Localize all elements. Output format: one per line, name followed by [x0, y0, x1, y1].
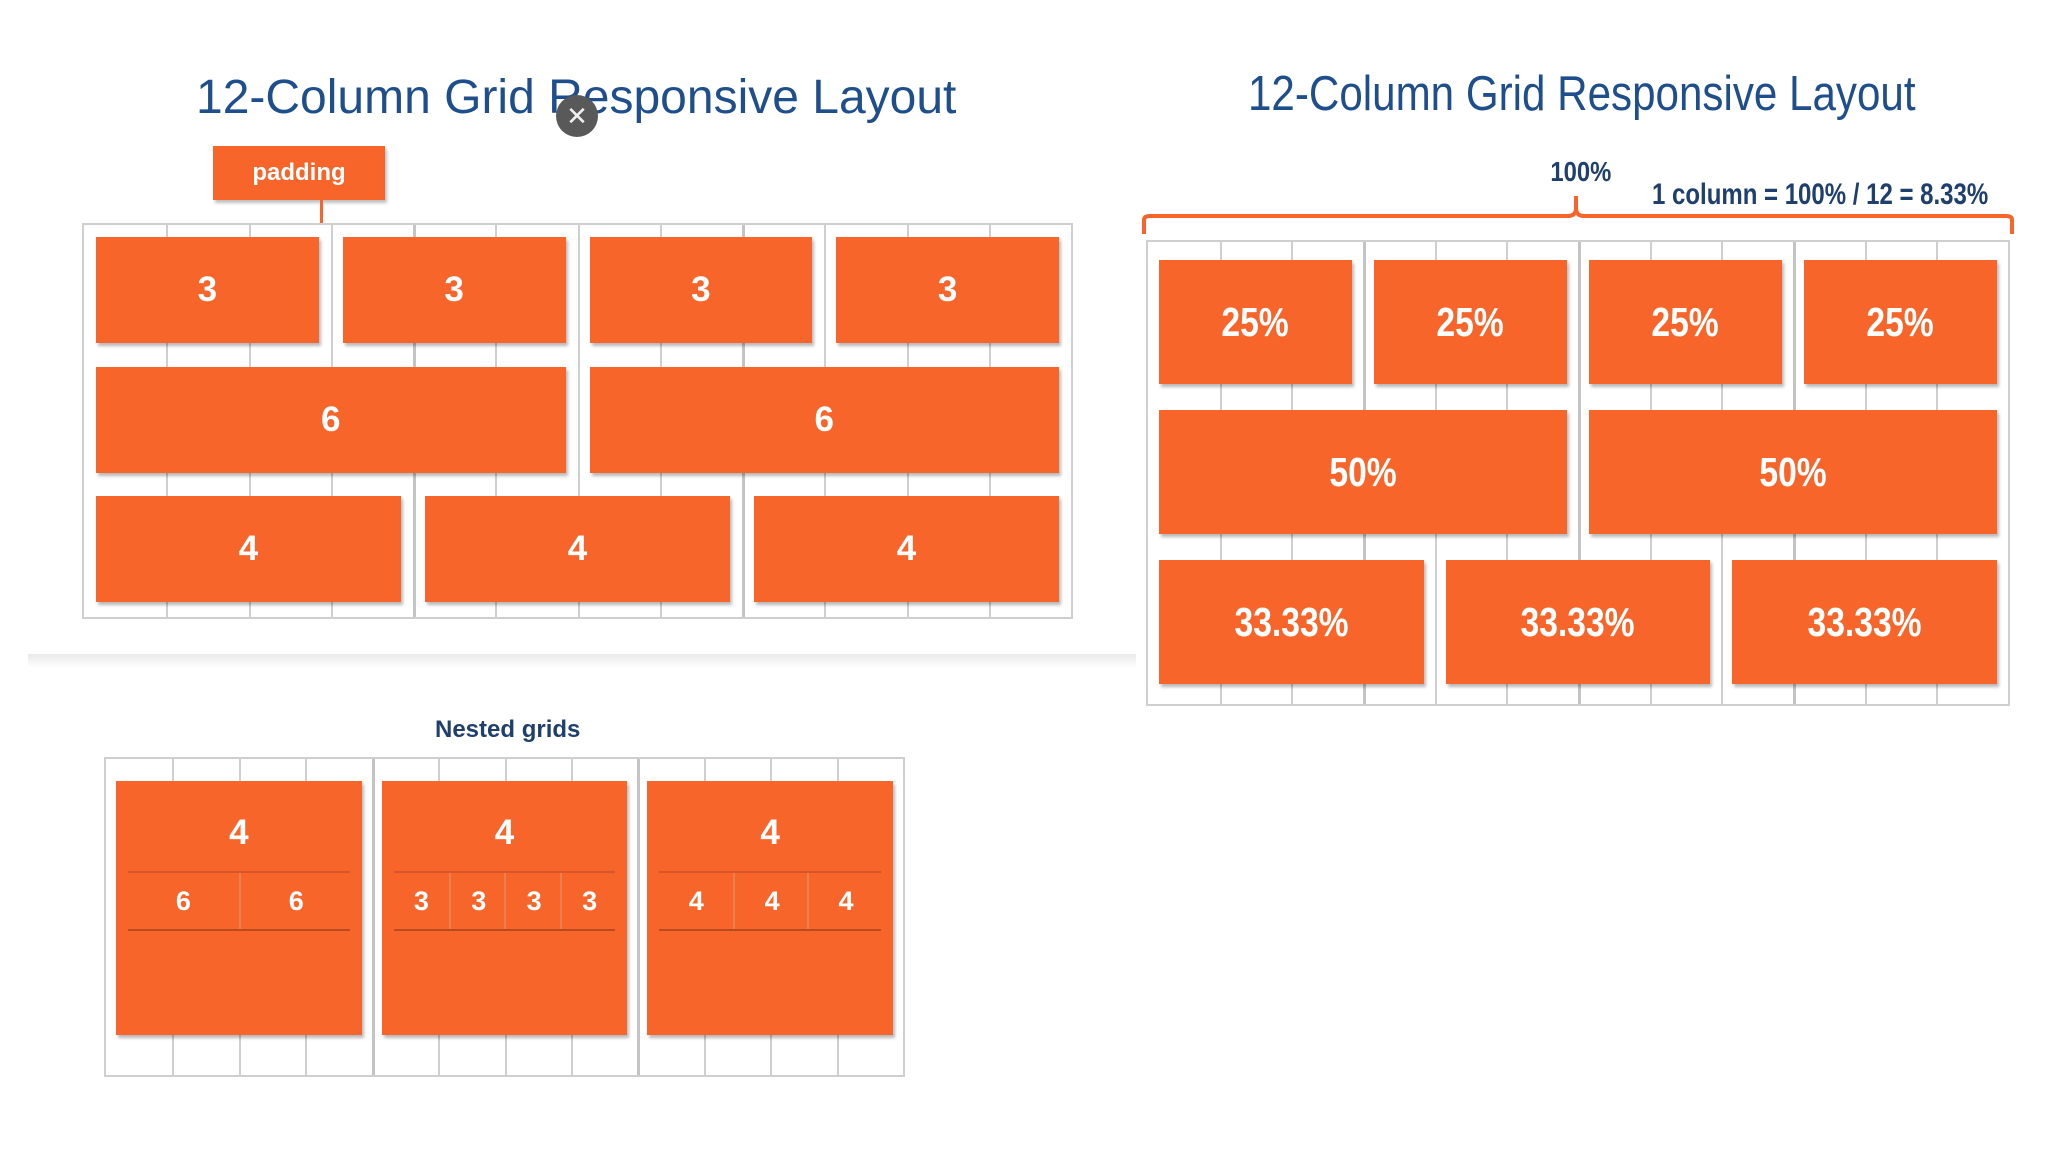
grid-block-label: 25% — [1651, 298, 1720, 345]
nested-cell: 3 — [504, 873, 561, 929]
grid-block: 25% — [1374, 260, 1567, 384]
grid-block-label: 25% — [1866, 298, 1935, 345]
grid-block: 25% — [1159, 260, 1352, 384]
grid-block: 4 — [96, 496, 401, 602]
grid-block: 4 — [754, 496, 1059, 602]
grid-column-line — [1578, 242, 1581, 704]
grid-block: 33.33% — [1159, 560, 1424, 684]
grid-block: 4 — [425, 496, 730, 602]
grid-column-line — [371, 759, 375, 1075]
grid-block: 6 — [589, 367, 1059, 473]
grid-block: 3 — [96, 237, 319, 343]
nested-cell: 6 — [175, 885, 191, 916]
grid-block: 50% — [1589, 410, 1997, 534]
close-icon: ✕ — [566, 100, 588, 131]
grid-block-label: 25% — [1221, 298, 1290, 345]
grid-block-label: 33.33% — [1520, 598, 1635, 645]
grid-block: 3 — [836, 237, 1059, 343]
nested-cell: 4 — [807, 873, 883, 929]
width-bracket — [1142, 196, 2014, 234]
right-title: 12-Column Grid Responsive Layout — [1248, 67, 1916, 121]
nested-cell: 4 — [733, 873, 809, 929]
padding-label: padding — [213, 146, 385, 200]
nested-cell: 3 — [413, 885, 429, 916]
close-button[interactable]: ✕ — [556, 95, 598, 137]
grid-block-label: 50% — [1329, 448, 1397, 495]
grid-block-label: 25% — [1436, 298, 1505, 345]
grid-block: 25% — [1589, 260, 1782, 384]
nested-cell: 3 — [559, 873, 617, 929]
grid-column-line — [637, 759, 641, 1075]
nested-title: Nested grids — [435, 716, 581, 743]
grid-block: 6 — [96, 367, 566, 473]
nested-block-label: 4 — [494, 813, 515, 852]
nested-cell: 3 — [449, 873, 506, 929]
left-panel-divider — [28, 654, 1136, 668]
column-formula-label: 1 column = 100% / 12 = 8.33% — [1652, 178, 1989, 211]
grid-block-label: 50% — [1759, 448, 1827, 495]
grid-block: 33.33% — [1732, 560, 1997, 684]
grid-block: 25% — [1804, 260, 1997, 384]
nested-cell: 4 — [688, 885, 704, 916]
grid-block-label: 33.33% — [1234, 598, 1349, 645]
grid-block: 50% — [1159, 410, 1567, 534]
nested-block-label: 4 — [229, 813, 249, 852]
grid-block: 33.33% — [1445, 560, 1711, 684]
grid-block: 3 — [342, 237, 566, 343]
nested-block-label: 4 — [760, 813, 780, 852]
grid-block: 3 — [589, 237, 813, 343]
nested-cell: 6 — [238, 873, 352, 929]
grid-column-line — [577, 225, 580, 617]
right-grid: 25% 25% 25% 25% 50% 50% 33.33% 33.33% 33.33% — [1146, 240, 2010, 706]
grid-block-label: 33.33% — [1807, 598, 1922, 645]
total-width-label: 100% — [1550, 156, 1612, 187]
